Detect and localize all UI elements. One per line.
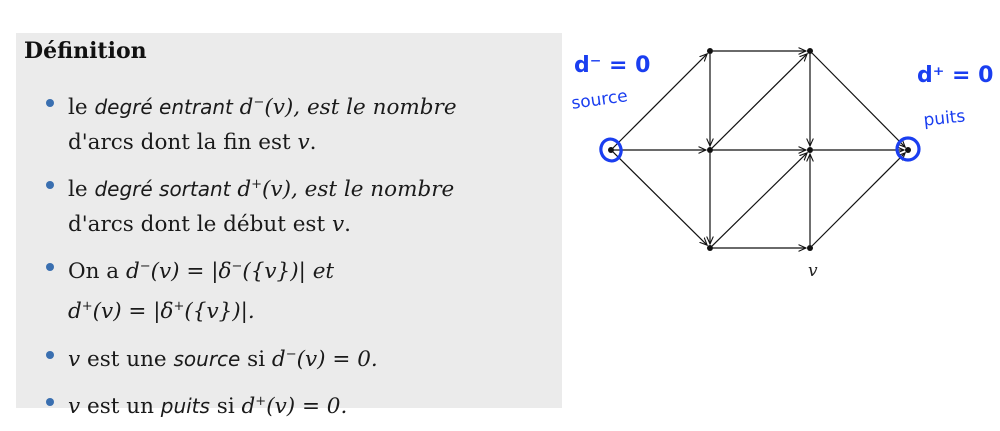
- definition-line: d+(v) = |δ+({v})|.: [68, 289, 550, 329]
- definition-text: (v) = 0.: [296, 346, 378, 372]
- definition-text: (v) = 0.: [266, 393, 348, 419]
- definition-text: puits: [160, 393, 210, 418]
- definition-line: d'arcs dont la fin est v.: [68, 125, 550, 160]
- definition-line: v est une source si d−(v) = 0.: [68, 337, 550, 377]
- right-puits-annotation: puits: [923, 106, 967, 130]
- definition-text: .: [344, 212, 351, 238]
- vertex-b: [707, 48, 713, 54]
- left-source-annotation: source: [570, 86, 629, 114]
- definition-text: v: [68, 393, 81, 419]
- puits-circle: [895, 136, 921, 162]
- vertex-e: [807, 147, 813, 153]
- definition-text: (v) = |δ: [92, 299, 174, 325]
- definition-text: d: [241, 393, 256, 419]
- definition-text: +: [251, 177, 263, 193]
- definition-text: est une: [80, 346, 174, 372]
- definition-text: d: [125, 259, 140, 285]
- definition-text: −: [285, 346, 297, 362]
- definition-text: ({v})| et: [242, 259, 335, 285]
- definition-text: si: [240, 346, 272, 372]
- definition-text: degré entrant: [94, 95, 233, 120]
- definition-line: On a d−(v) = |δ−({v})| et: [68, 249, 550, 289]
- definition-text: v: [68, 346, 81, 372]
- source-circle: [599, 137, 623, 163]
- definition-text: source: [173, 346, 241, 371]
- edge-a-f: [612, 151, 707, 245]
- definition-text: d'arcs dont le début est: [68, 212, 332, 238]
- vertex-d: [707, 147, 713, 153]
- definition-text: On a: [68, 259, 126, 285]
- bullet-icon: [46, 350, 54, 359]
- definition-text: −: [139, 259, 151, 275]
- edge-a-b: [612, 54, 707, 149]
- definition-text: le: [68, 177, 95, 203]
- vertex-f: [707, 245, 713, 251]
- definition-text: d: [271, 346, 286, 372]
- definition-line: v est un puits si d+(v) = 0.: [68, 384, 550, 424]
- bullet-icon: [46, 263, 54, 272]
- definition-text: le: [68, 95, 95, 121]
- graph-edges: [612, 51, 905, 248]
- definition-text: d: [232, 95, 254, 121]
- graph-nodes: [608, 48, 911, 251]
- definition-text: d'arcs dont la fin est: [68, 130, 298, 156]
- definition-text: v: [331, 212, 345, 238]
- left-indegree-annotation: d⁻ = 0: [574, 53, 650, 78]
- definition-text: v: [297, 130, 310, 156]
- definition-text: +: [255, 393, 267, 409]
- definition-title: Définition: [24, 38, 147, 64]
- vertex-a: [608, 147, 614, 153]
- edge-c-h: [811, 52, 905, 147]
- definition-text: +: [81, 299, 93, 315]
- definition-line: le degré entrant d−(v), est le nombre: [68, 85, 550, 125]
- right-outdegree-annotation: d⁺ = 0: [917, 63, 993, 88]
- definition-text: ({v})|.: [184, 299, 255, 325]
- vertex-c: [807, 48, 813, 54]
- definition-text: est un: [80, 393, 161, 419]
- definition-text: degré sortant: [94, 177, 231, 202]
- definition-text: si: [209, 393, 242, 419]
- bullet-icon: [46, 99, 54, 107]
- directed-graph: v d⁻ = 0 source d⁺ = 0 puits: [570, 20, 993, 281]
- definition-line: le degré sortant d+(v), est le nombre: [68, 167, 550, 207]
- bullet-icon: [46, 181, 54, 190]
- definition-item: v est une source si d−(v) = 0.: [16, 337, 562, 377]
- definition-text: −: [231, 259, 243, 275]
- definition-text: (v) = |δ: [150, 259, 232, 285]
- vertex-label-v: v: [808, 261, 818, 281]
- edge-f-e: [711, 153, 807, 247]
- vertex-h: [905, 147, 911, 153]
- definition-line: d'arcs dont le début est v.: [68, 207, 550, 242]
- definition-text: (v), est le nombre: [262, 177, 455, 203]
- definition-text: .: [309, 130, 317, 156]
- edge-g-h: [811, 153, 905, 247]
- definition-text: +: [173, 299, 185, 315]
- definition-text: (v), est le nombre: [264, 95, 457, 121]
- definition-text: −: [253, 95, 265, 110]
- definition-text: d: [68, 299, 82, 325]
- bullet-icon: [46, 397, 54, 406]
- definition-item: v est un puits si d+(v) = 0.: [16, 384, 562, 424]
- vertex-g: [807, 245, 813, 251]
- edge-d-c: [711, 54, 807, 149]
- definition-text: d: [230, 177, 252, 203]
- definition-box: Définition le degré entrant d−(v), est l…: [16, 33, 562, 419]
